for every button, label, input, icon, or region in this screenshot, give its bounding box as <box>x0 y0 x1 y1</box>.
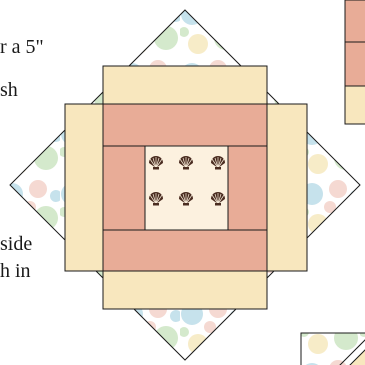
salmon-strip-bottom <box>103 230 267 271</box>
salmon-strip-top <box>103 104 267 146</box>
partial-block-top-right <box>345 0 365 124</box>
cream-strip-top <box>103 66 267 104</box>
salmon-strip-right <box>228 146 267 230</box>
salmon-strip-left <box>103 146 145 230</box>
partial-block-bottom-right <box>301 333 365 365</box>
cream-strip-bottom <box>103 271 267 309</box>
cream-strip-right <box>267 104 307 271</box>
cream-strip-left <box>65 104 103 271</box>
